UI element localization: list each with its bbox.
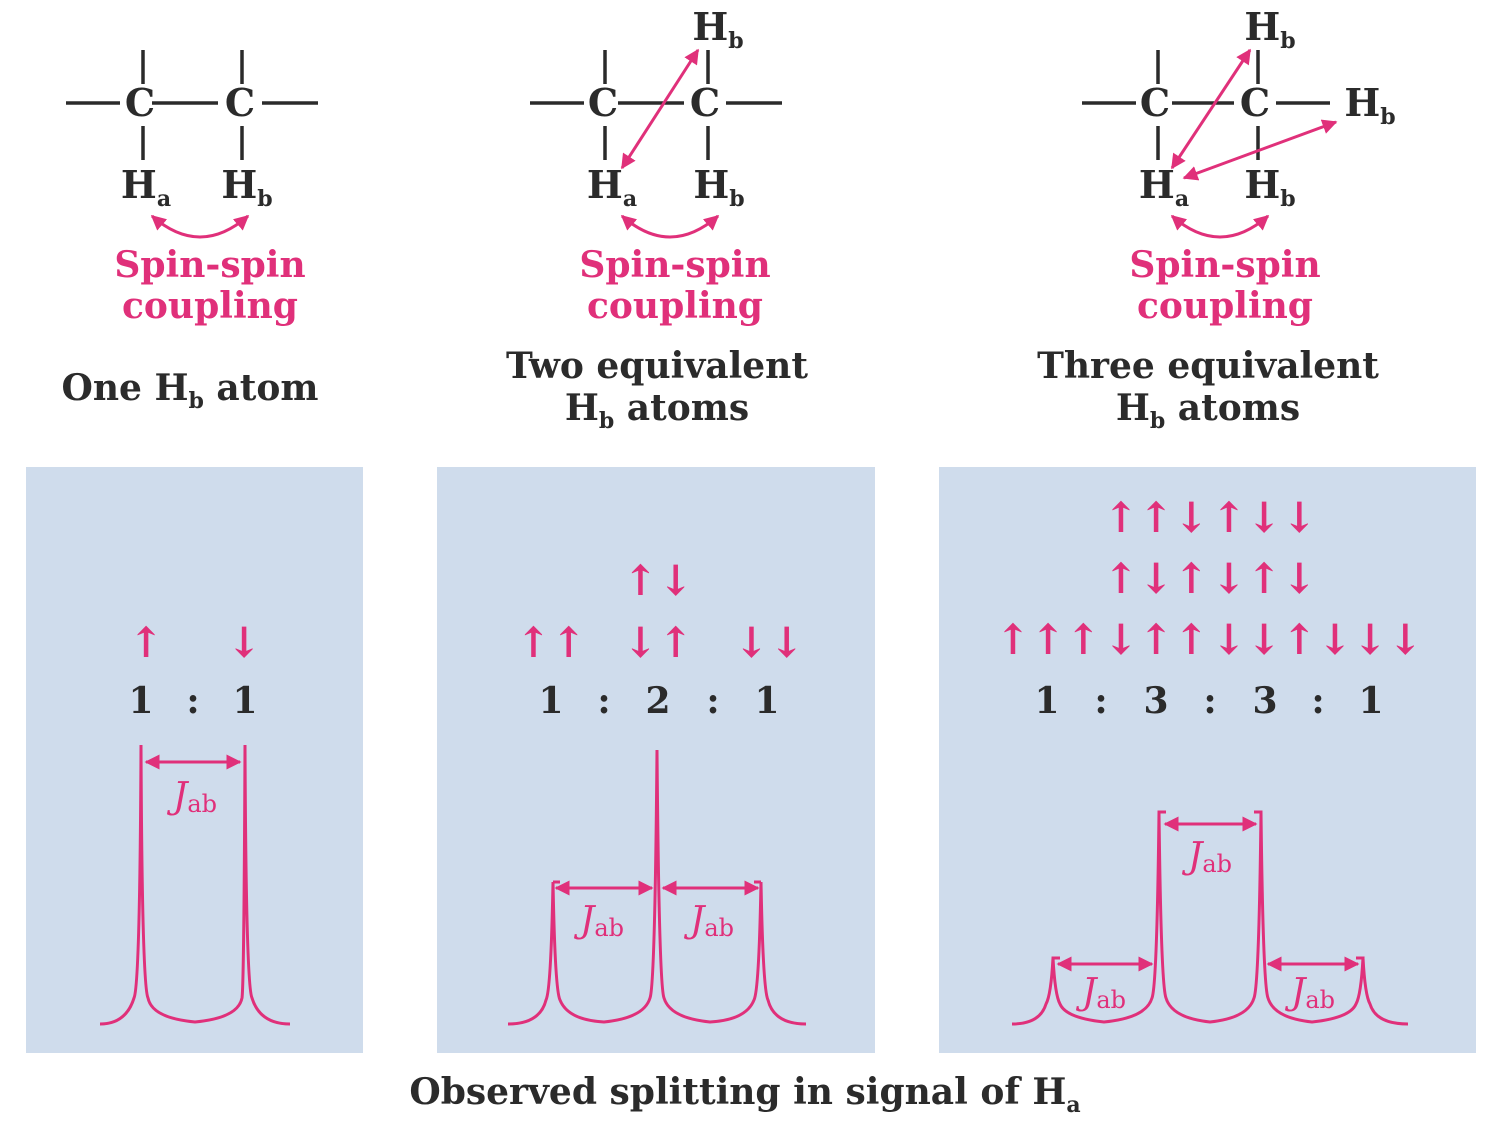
ratio-separator: : bbox=[186, 680, 199, 722]
ha-label: Ha bbox=[587, 162, 637, 212]
ratio-value: 1 bbox=[128, 680, 153, 722]
spin-state: ↓↑↑ bbox=[1103, 615, 1209, 664]
spin-state: ↓↓ bbox=[734, 618, 804, 667]
spin-state: ↑↑↓ bbox=[1103, 493, 1209, 542]
coupling-arrow bbox=[1182, 119, 1338, 181]
hb-label: Hb bbox=[693, 162, 744, 212]
hb-label: Hb bbox=[1244, 162, 1295, 212]
ratio-value: 3 bbox=[1252, 680, 1277, 722]
coupling-arrow bbox=[1170, 214, 1270, 239]
spin-state: ↓ bbox=[226, 618, 261, 667]
spin-state: ↑↓↑ bbox=[1103, 554, 1209, 603]
panel-three-hb bbox=[939, 467, 1476, 1053]
spin-state: ↓↓↓ bbox=[1317, 615, 1423, 664]
label-two-line1: Two equivalent bbox=[506, 345, 808, 387]
hb-label: Hb bbox=[221, 162, 272, 212]
label-three-line1: Three equivalent bbox=[1037, 345, 1379, 387]
ratio-value: 1 bbox=[754, 680, 779, 722]
coupling-line1: Spin-spin bbox=[1129, 244, 1320, 286]
spin-state: ↓↓↑ bbox=[1211, 615, 1317, 664]
triplet-peak bbox=[507, 749, 807, 1026]
spin-state: ↓↑↓ bbox=[1211, 554, 1317, 603]
ratio-separator: : bbox=[706, 680, 719, 722]
carbon-label: C bbox=[1240, 80, 1270, 125]
spin-state: ↑↓↓ bbox=[1211, 493, 1317, 542]
ratio-separator: : bbox=[597, 680, 610, 722]
carbon-label: C bbox=[690, 80, 720, 125]
ratio-separator: : bbox=[1203, 680, 1216, 722]
ratio-value: 3 bbox=[1143, 680, 1168, 722]
label-two-line2: Hb atoms bbox=[565, 387, 749, 434]
structure-two-hb: C C Hb Ha Hb Spin-spin coupling Two equi… bbox=[506, 4, 808, 434]
spin-state: ↑ bbox=[128, 618, 163, 667]
ratio-value: 2 bbox=[645, 680, 670, 722]
coupling-arrow bbox=[620, 214, 720, 239]
carbon-label: C bbox=[1140, 80, 1170, 125]
coupling-line2: coupling bbox=[122, 285, 298, 327]
spin-state: ↑↑↑ bbox=[995, 615, 1101, 664]
coupling-arrow bbox=[620, 48, 700, 170]
ratio-value: 1 bbox=[232, 680, 257, 722]
label-one-hb: One Hb atom bbox=[62, 367, 319, 414]
spin-state: ↑↓ bbox=[623, 556, 693, 605]
panel-two-content: ↑↑ ↑↓ ↓↑ ↓↓ 1 : 2 : 1 Jab Jab bbox=[507, 556, 807, 1026]
coupling-line2: coupling bbox=[1137, 285, 1313, 327]
coupling-line1: Spin-spin bbox=[579, 244, 770, 286]
carbon-label: C bbox=[588, 80, 618, 125]
coupling-line1: Spin-spin bbox=[114, 244, 305, 286]
carbon-label: C bbox=[225, 80, 255, 125]
hb-label: Hb bbox=[1244, 4, 1295, 54]
ratio-value: 1 bbox=[1358, 680, 1383, 722]
structure-three-hb: C C Hb Hb Ha Hb Spin-spin coupling Three… bbox=[1037, 4, 1396, 434]
ratio-value: 1 bbox=[538, 680, 563, 722]
hb-label: Hb bbox=[1344, 80, 1395, 130]
coupling-arrow bbox=[150, 214, 250, 239]
coupling-arrow bbox=[1170, 48, 1252, 170]
spin-state: ↓↑ bbox=[623, 618, 693, 667]
label-three-line2: Hb atoms bbox=[1116, 387, 1300, 434]
ratio-separator: : bbox=[1094, 680, 1107, 722]
spin-state: ↑↑ bbox=[516, 618, 586, 667]
ratio-value: 1 bbox=[1034, 680, 1059, 722]
quartet-peak bbox=[1011, 810, 1409, 1026]
coupling-line2: coupling bbox=[587, 285, 763, 327]
doublet-peak bbox=[99, 744, 291, 1026]
structure-one-hb: C C Ha Hb Spin-spin coupling One Hb atom bbox=[62, 50, 319, 414]
ratio-separator: : bbox=[1311, 680, 1324, 722]
footer-caption: Observed splitting in signal of Ha bbox=[409, 1071, 1080, 1118]
hb-label: Hb bbox=[692, 4, 743, 54]
ha-label: Ha bbox=[121, 162, 171, 212]
panel-one-hb bbox=[26, 467, 363, 1053]
carbon-label: C bbox=[125, 80, 155, 125]
panel-one-content: ↑ ↓ 1 : 1 Jab bbox=[99, 618, 291, 1026]
ha-label: Ha bbox=[1139, 162, 1189, 212]
